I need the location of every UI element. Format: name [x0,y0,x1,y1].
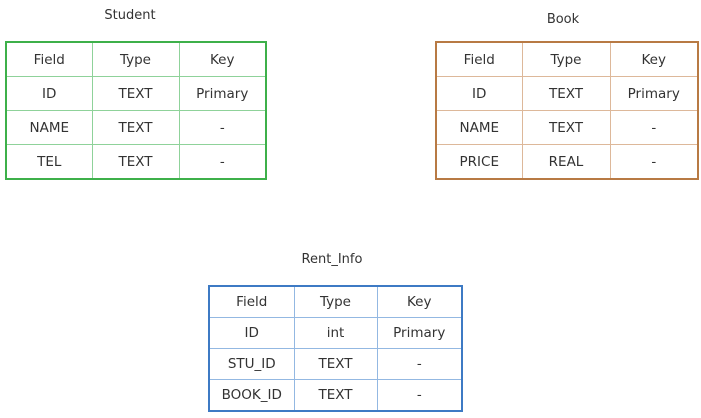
book-header-key: Key [609,41,699,77]
rent-info-table-title: Rent_Info [301,252,363,267]
rent-info-header-field: Field [208,285,295,318]
student-key-cell: - [178,144,267,180]
book-header-type: Type [521,41,611,77]
book-row-price: PRICE REAL - [435,144,699,180]
book-field-cell: PRICE [435,144,523,180]
student-type-cell: TEXT [91,110,180,145]
book-type-cell: TEXT [521,76,611,111]
book-row-id: ID TEXT Primary [435,76,699,111]
rent-info-row-id: ID int Primary [208,317,463,349]
student-type-cell: TEXT [91,76,180,111]
rent-info-row-book-id: BOOK_ID TEXT - [208,379,463,412]
book-table-title: Book [546,12,580,27]
student-field-cell: TEL [5,144,93,180]
rent-info-type-cell: int [293,317,378,349]
rent-info-type-cell: TEXT [293,379,378,412]
book-key-cell: - [609,110,699,145]
student-key-cell: Primary [178,76,267,111]
student-header-field: Field [5,41,93,77]
rent-info-field-cell: BOOK_ID [208,379,295,412]
rent-info-key-cell: - [376,379,463,412]
book-type-cell: TEXT [521,110,611,145]
rent-info-table: Field Type Key ID int Primary STU_ID TEX… [208,285,463,412]
student-table: Field Type Key ID TEXT Primary NAME TEXT… [5,41,267,180]
rent-info-field-cell: STU_ID [208,348,295,380]
book-field-cell: NAME [435,110,523,145]
book-field-cell: ID [435,76,523,111]
rent-info-key-cell: Primary [376,317,463,349]
student-table-title: Student [104,8,156,23]
book-header-field: Field [435,41,523,77]
rent-info-header-type: Type [293,285,378,318]
student-row-tel: TEL TEXT - [5,144,267,180]
student-field-cell: NAME [5,110,93,145]
student-field-cell: ID [5,76,93,111]
rent-info-type-cell: TEXT [293,348,378,380]
rent-info-field-cell: ID [208,317,295,349]
student-type-cell: TEXT [91,144,180,180]
rent-info-key-cell: - [376,348,463,380]
book-header-row: Field Type Key [435,41,699,77]
book-key-cell: - [609,144,699,180]
student-header-key: Key [178,41,267,77]
student-header-row: Field Type Key [5,41,267,77]
rent-info-header-key: Key [376,285,463,318]
rent-info-row-stu-id: STU_ID TEXT - [208,348,463,380]
book-row-name: NAME TEXT - [435,110,699,145]
student-header-type: Type [91,41,180,77]
book-type-cell: REAL [521,144,611,180]
book-key-cell: Primary [609,76,699,111]
student-row-id: ID TEXT Primary [5,76,267,111]
book-table: Field Type Key ID TEXT Primary NAME TEXT… [435,41,699,180]
rent-info-header-row: Field Type Key [208,285,463,318]
student-key-cell: - [178,110,267,145]
student-row-name: NAME TEXT - [5,110,267,145]
